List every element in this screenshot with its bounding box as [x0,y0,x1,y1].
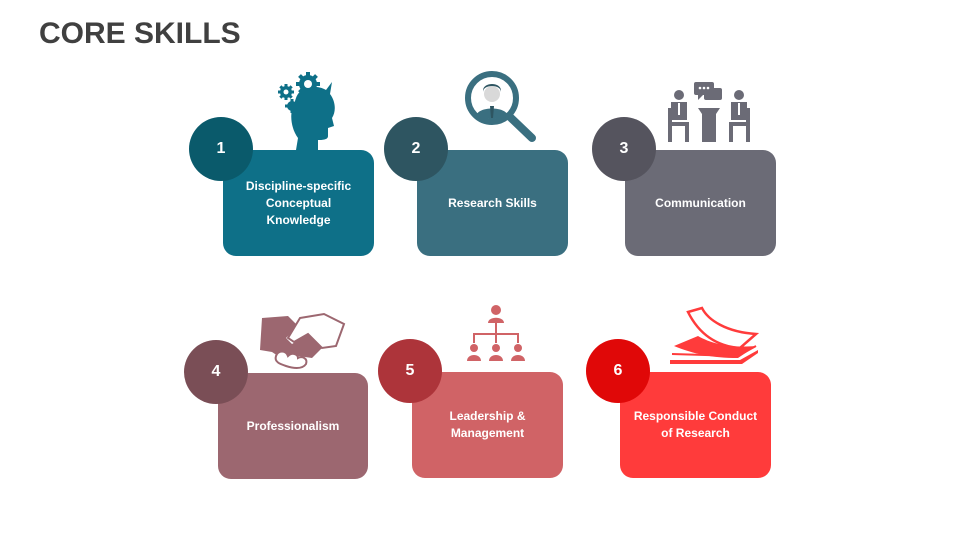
skill-number-badge: 5 [378,339,442,403]
magnifier-person-icon [462,68,542,144]
skill-box: Professionalism [218,373,368,479]
skill-number-badge: 2 [384,117,448,181]
skill-label: Responsible Conduct of Research [633,409,758,440]
skill-number-badge: 6 [586,339,650,403]
skill-box: Research Skills [417,150,568,256]
skill-number: 5 [405,362,415,379]
skill-label: Discipline-specific Conceptual Knowledge [245,178,352,227]
skill-box: Communication [625,150,776,256]
handshake-icon [258,312,346,372]
skill-number: 6 [613,362,623,379]
meeting-chat-icon [668,80,750,142]
skill-card-4: Professionalism [218,373,368,479]
skill-number: 2 [411,140,421,157]
skill-box: Responsible Conduct of Research [620,372,771,478]
skill-card-5: Leadership & Management [412,372,563,478]
skill-number: 4 [211,363,221,380]
paper-stack-icon [668,306,760,368]
skill-label: Leadership & Management [449,409,526,440]
slide-title: CORE SKILLS [39,17,241,50]
skill-number-badge: 1 [189,117,253,181]
org-chart-icon [465,305,527,363]
skill-card-1: Discipline-specific Conceptual Knowledge [223,150,374,256]
skill-number-badge: 4 [184,340,248,404]
skill-card-2: Research Skills [417,150,568,256]
skill-number-badge: 3 [592,117,656,181]
skill-box: Leadership & Management [412,372,563,478]
skill-number: 3 [619,140,629,157]
skill-number: 1 [216,140,226,157]
skill-label: Research Skills [448,195,537,210]
skill-label: Professionalism [246,418,340,433]
skill-card-3: Communication [625,150,776,256]
skill-label: Communication [655,195,746,210]
skill-box: Discipline-specific Conceptual Knowledge [223,150,374,256]
head-gears-icon [274,68,338,152]
skill-card-6: Responsible Conduct of Research [620,372,771,478]
